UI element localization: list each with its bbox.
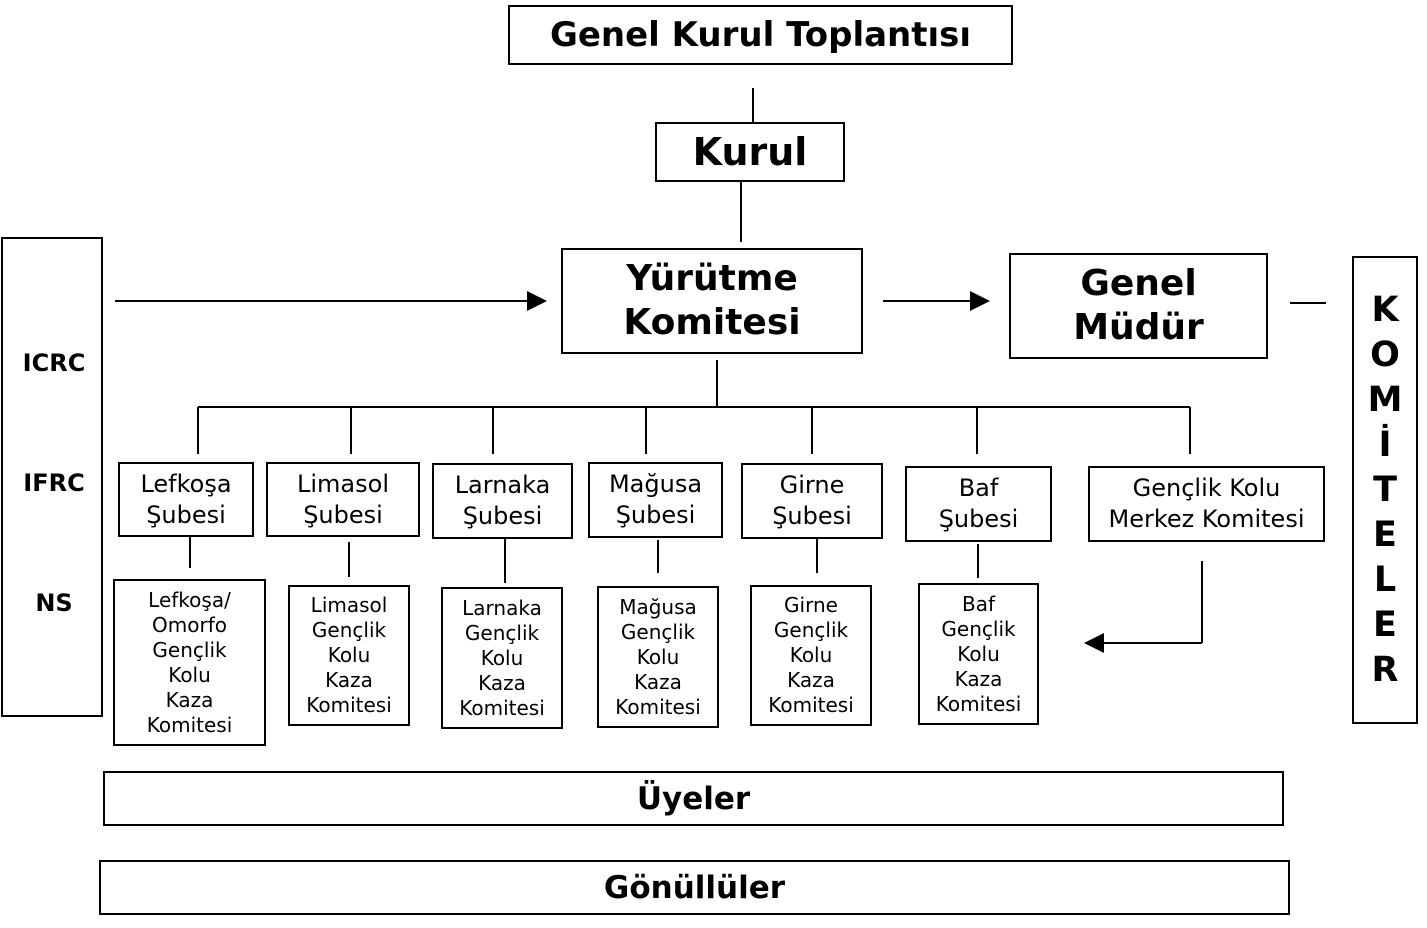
youth-committee-line: Gençlik	[464, 620, 540, 645]
international-orgs-box: ICRC IFRC NS	[1, 237, 103, 717]
org-ns: NS	[35, 589, 73, 617]
members-label: Üyeler	[636, 780, 751, 817]
committees-letter: İ	[1378, 424, 1392, 465]
branch-name: Limasol	[297, 469, 389, 498]
members-box: Üyeler	[103, 771, 1284, 826]
youth-committee-line: Komitesi	[459, 695, 545, 720]
committees-letter: K	[1371, 289, 1399, 330]
committees-letter: L	[1373, 559, 1397, 600]
branch-type: Şubesi	[615, 501, 696, 529]
committees-letter: E	[1373, 514, 1397, 555]
branch-lefkosa: Lefkoşa Şubesi	[118, 462, 254, 537]
youth-committee-magusa: Mağusa Gençlik Kolu Kaza Komitesi	[597, 586, 719, 728]
committees-letter: M	[1367, 379, 1403, 420]
branch-name: Baf	[958, 474, 999, 502]
youth-committee-line: Gençlik	[941, 616, 1016, 641]
youth-committee-line: Gençlik	[152, 637, 227, 662]
youth-committee-line: Kolu	[327, 643, 371, 667]
org-icrc: ICRC	[22, 349, 86, 377]
volunteers-box: Gönüllüler	[99, 860, 1290, 915]
board-label: Kurul	[692, 130, 808, 174]
committees-letter: R	[1371, 649, 1399, 690]
youth-committee-line: Gençlik	[620, 619, 696, 644]
branch-type: Merkez Komitesi	[1108, 505, 1305, 533]
youth-committee-line: Komitesi	[768, 693, 854, 717]
director-line-2: Müdür	[1073, 307, 1204, 348]
branch-baf: Baf Şubesi	[905, 466, 1052, 542]
branch-type: Şubesi	[462, 502, 543, 530]
youth-committee-baf: Baf Gençlik Kolu Kaza Komitesi	[918, 583, 1039, 725]
executive-line-1: Yürütme	[626, 258, 798, 299]
youth-committee-line: Kolu	[957, 641, 1000, 666]
general-assembly-label: Genel Kurul Toplantısı	[549, 15, 972, 55]
branch-type: Şubesi	[938, 505, 1019, 533]
youth-committee-line: Omorfo	[152, 612, 227, 637]
branch-larnaka: Larnaka Şubesi	[432, 463, 573, 539]
branch-name: Girne	[779, 471, 845, 499]
youth-committee-larnaka: Larnaka Gençlik Kolu Kaza Komitesi	[441, 587, 563, 729]
youth-committee-line: Kaza	[634, 669, 682, 694]
branch-type: Şubesi	[772, 502, 852, 530]
volunteers-label: Gönüllüler	[603, 869, 786, 906]
youth-committee-line: Komitesi	[935, 691, 1022, 716]
branch-youth-center: Gençlik Kolu Merkez Komitesi	[1088, 466, 1325, 542]
youth-committee-line: Kolu	[480, 645, 524, 670]
director-line-1: Genel	[1080, 263, 1197, 304]
branch-limasol: Limasol Şubesi	[266, 462, 420, 537]
youth-committee-line: Kaza	[325, 668, 373, 692]
committees-vertical-box: K O M İ T E L E R	[1352, 256, 1418, 724]
branch-girne: Girne Şubesi	[741, 463, 883, 539]
branch-name: Larnaka	[454, 471, 551, 499]
youth-committee-line: Kolu	[636, 644, 680, 669]
youth-committee-line: Kolu	[789, 643, 833, 667]
general-director-box: Genel Müdür	[1009, 253, 1268, 359]
youth-committee-line: Baf	[961, 591, 996, 616]
youth-committee-line: Kaza	[787, 668, 835, 692]
branch-type: Şubesi	[146, 500, 226, 529]
committees-letter: O	[1370, 334, 1400, 375]
general-assembly-box: Genel Kurul Toplantısı	[508, 5, 1013, 65]
youth-committee-line: Kaza	[165, 687, 214, 712]
committees-letter: T	[1373, 469, 1397, 510]
branch-name: Gençlik Kolu	[1132, 474, 1281, 502]
youth-committee-line: Larnaka	[462, 595, 542, 620]
youth-committee-limasol: Limasol Gençlik Kolu Kaza Komitesi	[288, 585, 410, 726]
youth-committee-line: Komitesi	[146, 712, 233, 737]
youth-committee-line: Gençlik	[311, 618, 387, 642]
youth-committee-line: Komitesi	[306, 693, 392, 717]
org-ifrc: IFRC	[23, 469, 85, 497]
youth-committee-line: Kaza	[954, 666, 1003, 691]
board-box: Kurul	[655, 122, 845, 182]
executive-line-2: Komitesi	[623, 302, 801, 343]
branch-name: Lefkoşa	[140, 469, 232, 498]
committees-letter: E	[1373, 604, 1397, 645]
youth-committee-line: Mağusa	[619, 594, 697, 619]
youth-committee-lefkosa: Lefkoşa/ Omorfo Gençlik Kolu Kaza Komite…	[113, 579, 266, 746]
youth-committee-line: Limasol	[310, 593, 388, 617]
youth-committee-line: Lefkoşa/	[148, 587, 231, 612]
youth-committee-line: Gençlik	[773, 618, 849, 642]
youth-committee-line: Girne	[784, 593, 838, 617]
branch-name: Mağusa	[608, 470, 703, 498]
youth-committee-line: Komitesi	[615, 694, 701, 719]
youth-committee-line: Kolu	[168, 662, 211, 687]
branch-type: Şubesi	[303, 500, 383, 529]
youth-committee-line: Kaza	[478, 670, 526, 695]
executive-committee-box: Yürütme Komitesi	[561, 248, 863, 354]
youth-committee-girne: Girne Gençlik Kolu Kaza Komitesi	[750, 585, 872, 726]
branch-magusa: Mağusa Şubesi	[588, 462, 723, 538]
